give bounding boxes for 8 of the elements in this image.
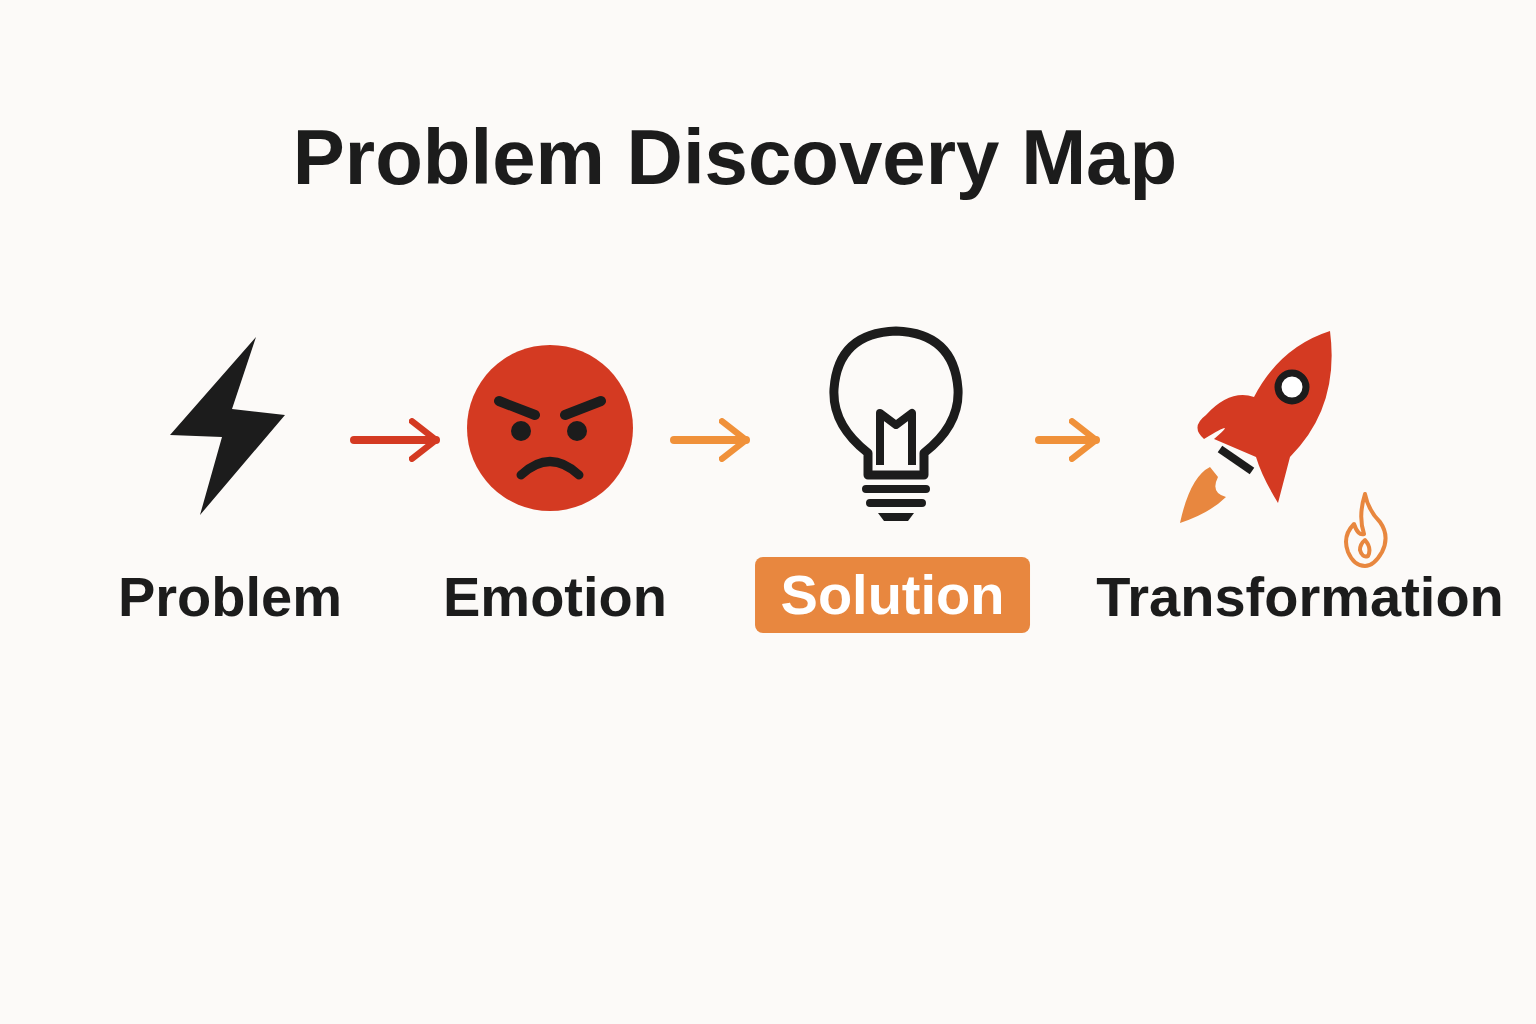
highlighted-label: Solution bbox=[754, 557, 1031, 633]
arrow bbox=[1035, 418, 1100, 462]
arrow bbox=[670, 418, 750, 462]
node-label: Emotion bbox=[443, 565, 667, 629]
diagram-title: Problem Discovery Map bbox=[291, 112, 1179, 203]
node-label: Problem bbox=[117, 565, 343, 629]
arrow bbox=[350, 418, 440, 462]
node-label: Transformation bbox=[1096, 565, 1504, 629]
